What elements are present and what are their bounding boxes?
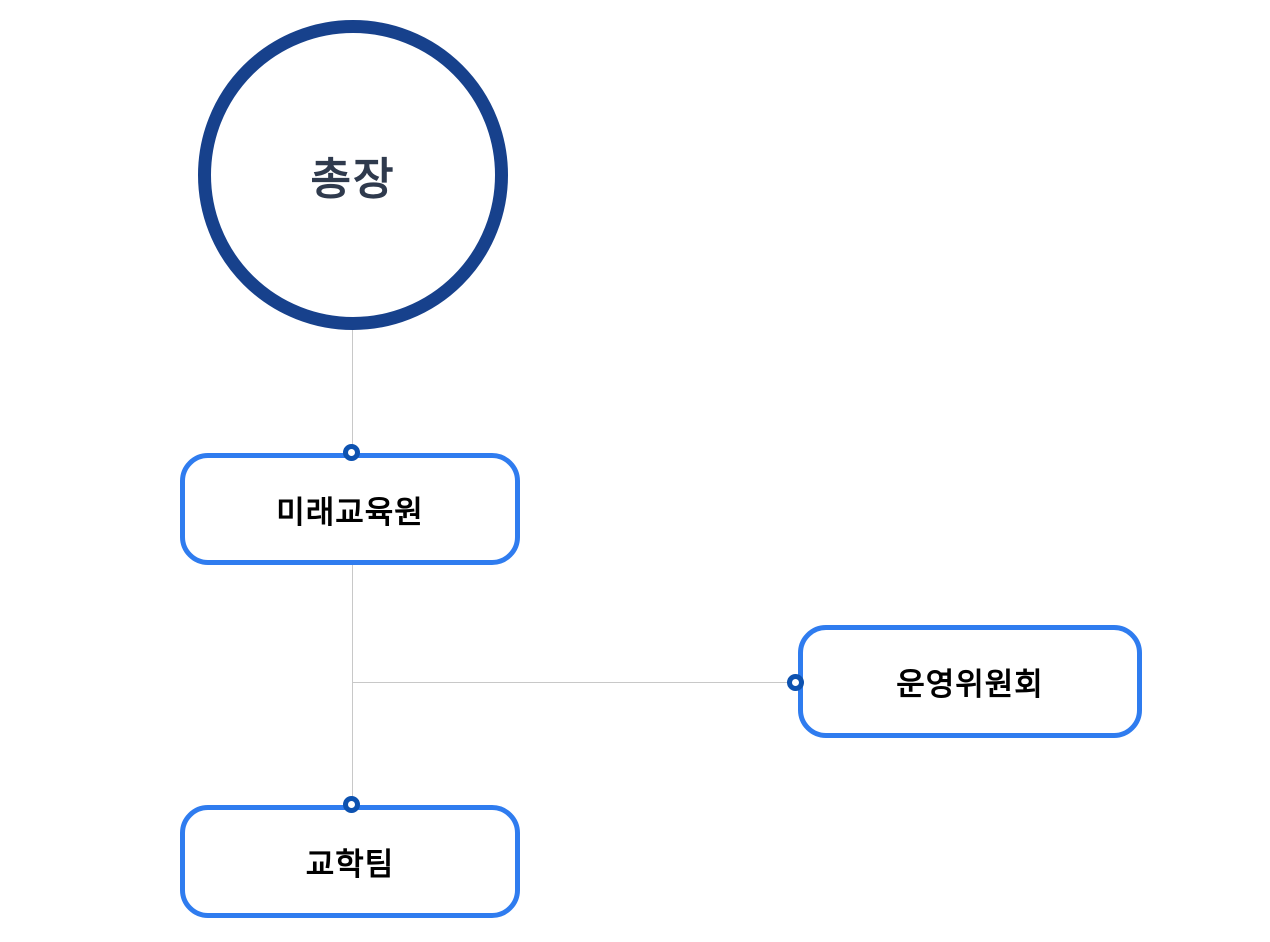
org-node-academic-affairs-team-label: 교학팀 (305, 847, 395, 882)
connector-dot-team-top (343, 796, 360, 813)
org-node-operating-committee-label: 운영위원회 (896, 667, 1044, 702)
connector-dot-committee-left (787, 674, 804, 691)
connector-dot-institute-top (343, 444, 360, 461)
org-node-president[interactable]: 총장 (198, 20, 508, 330)
edge-institute-to-team (352, 565, 353, 806)
org-node-future-education-institute-label: 미래교육원 (276, 494, 424, 530)
org-node-academic-affairs-team[interactable]: 교학팀 (180, 805, 520, 918)
edge-president-to-institute (352, 329, 353, 453)
org-node-future-education-institute[interactable]: 미래교육원 (180, 453, 520, 565)
org-node-operating-committee[interactable]: 운영위원회 (798, 625, 1142, 738)
org-node-president-label: 총장 (310, 155, 396, 204)
edge-institute-to-committee (352, 682, 790, 683)
